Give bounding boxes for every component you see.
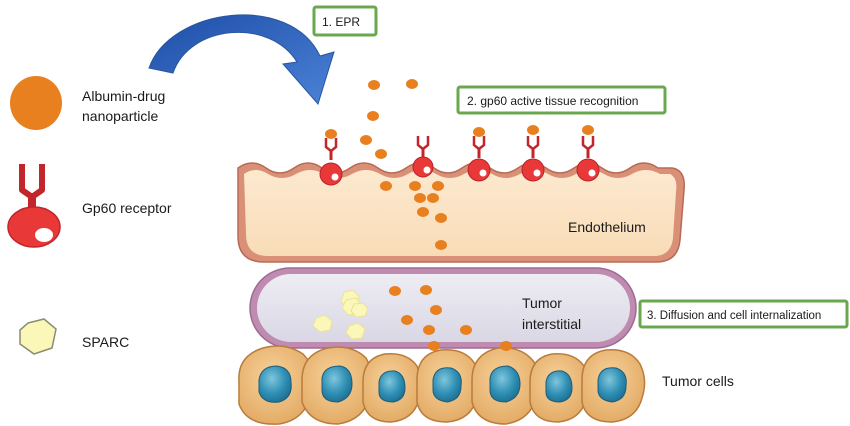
tumor-cells bbox=[238, 345, 646, 425]
gp60-receptor bbox=[576, 136, 600, 182]
step3-box: 3. Diffusion and cell internalization bbox=[638, 299, 849, 329]
step1-label: 1. EPR bbox=[322, 15, 360, 29]
nanoparticle bbox=[527, 125, 539, 135]
sparc-proteins bbox=[312, 289, 369, 340]
nanoparticle-legend-label-line1: Albumin-drug bbox=[82, 88, 165, 104]
nanoparticle bbox=[427, 193, 439, 203]
nanoparticle-legend-icon bbox=[10, 76, 62, 130]
sparc-legend-icon bbox=[19, 318, 57, 355]
nanoparticle bbox=[435, 213, 447, 223]
nanoparticle bbox=[406, 79, 418, 89]
tumor-cell bbox=[471, 347, 540, 425]
tumor-cell bbox=[581, 349, 646, 423]
nanoparticle bbox=[582, 125, 594, 135]
step3-label: 3. Diffusion and cell internalization bbox=[647, 310, 821, 322]
nanoparticle bbox=[428, 341, 440, 351]
nanoparticle bbox=[500, 341, 512, 351]
nanoparticle bbox=[417, 207, 429, 217]
nanoparticle bbox=[389, 286, 401, 296]
step2-label: 2. gp60 active tissue recognition bbox=[467, 94, 638, 108]
nanoparticle bbox=[360, 135, 372, 145]
step2-box: 2. gp60 active tissue recognition bbox=[456, 85, 667, 115]
nanoparticle bbox=[401, 315, 413, 325]
interstitial-label-line1: Tumor bbox=[522, 295, 562, 311]
tumor-cell bbox=[416, 349, 481, 423]
nanoparticle bbox=[368, 80, 380, 90]
nanoparticle bbox=[432, 181, 444, 191]
nanoparticle bbox=[367, 111, 379, 121]
gp60-receptor bbox=[467, 136, 491, 182]
sparc-protein bbox=[312, 314, 333, 333]
nanoparticle bbox=[380, 181, 392, 191]
gp60-receptors bbox=[319, 136, 600, 186]
tumor-cells-label: Tumor cells bbox=[662, 373, 734, 389]
nanoparticle bbox=[409, 181, 421, 191]
nanoparticle bbox=[435, 240, 447, 250]
nanoparticle bbox=[414, 193, 426, 203]
tumor-cell bbox=[238, 345, 314, 425]
nanoparticle bbox=[473, 127, 485, 137]
endothelium-layer: Endothelium bbox=[237, 162, 685, 263]
gp60-receptor bbox=[412, 136, 434, 178]
receptor-legend-icon bbox=[7, 164, 61, 248]
tumor-cell bbox=[362, 353, 422, 423]
tumor-interstitial-layer: Tumor interstitial bbox=[249, 267, 637, 349]
epr-arrow bbox=[148, 14, 335, 106]
sparc-legend-label: SPARC bbox=[82, 334, 129, 350]
nanoparticle-legend-label-line2: nanoparticle bbox=[82, 108, 158, 124]
nanoparticles bbox=[325, 79, 594, 351]
sparc-protein bbox=[350, 302, 369, 318]
legend: Albumin-drug nanoparticle Gp60 receptor … bbox=[7, 76, 172, 355]
nanoparticle bbox=[423, 325, 435, 335]
gp60-receptor bbox=[319, 138, 343, 186]
gp60-receptor bbox=[521, 136, 545, 182]
tumor-cell bbox=[529, 353, 589, 423]
interstitial-label-line2: interstitial bbox=[522, 316, 581, 332]
sparc-protein bbox=[345, 322, 366, 340]
nanoparticle bbox=[420, 285, 432, 295]
step1-box: 1. EPR bbox=[312, 5, 378, 37]
nanoparticle bbox=[375, 149, 387, 159]
tumor-cell bbox=[301, 346, 373, 425]
nanoparticle bbox=[460, 325, 472, 335]
nanoparticle bbox=[430, 305, 442, 315]
nanoparticle bbox=[325, 129, 337, 139]
receptor-legend-label: Gp60 receptor bbox=[82, 200, 172, 216]
endothelium-label: Endothelium bbox=[568, 219, 646, 235]
